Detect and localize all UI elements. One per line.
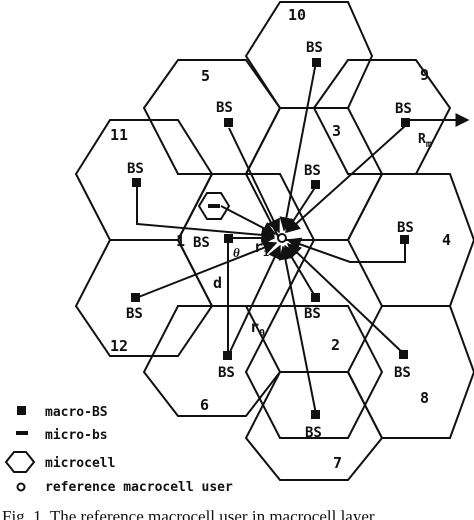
- cell-12-hexagon: [74, 239, 214, 357]
- bs-label-7: BS: [305, 425, 322, 441]
- reference-user-circle-icon: [16, 482, 26, 492]
- cell-number-2: 2: [331, 336, 340, 354]
- cell-6-hexagon: [142, 305, 282, 417]
- cell-10-hexagon: [244, 1, 374, 109]
- arrow-bs6-r0: [227, 244, 281, 357]
- bs-label-1: BS: [193, 235, 210, 251]
- arrow-bs8: [286, 243, 405, 355]
- reference-user-icon: [277, 233, 287, 243]
- ri-label: ri: [254, 238, 269, 259]
- macro-bs-icon-10: [312, 58, 321, 67]
- arrow-bs5: [228, 127, 280, 234]
- micro-bs-dash-icon: [16, 431, 28, 435]
- macro-bs-icon-5: [224, 118, 233, 127]
- cell-number-9: 9: [420, 66, 429, 84]
- legend-label-microcell: microcell: [45, 456, 115, 471]
- macro-bs-icon-9: [401, 118, 410, 127]
- arrow-micro-bs: [220, 205, 277, 235]
- cell-number-11: 11: [110, 126, 128, 144]
- theta-label: θ: [233, 245, 240, 260]
- cell-4-hexagon: [346, 173, 474, 307]
- bs-label-6: BS: [218, 365, 235, 381]
- bs-label-3: BS: [304, 163, 321, 179]
- bs-label-11: BS: [127, 161, 144, 177]
- legend-label-micro-bs: micro-bs: [45, 428, 108, 443]
- bs-label-4: BS: [397, 220, 414, 236]
- macro-bs-icon-2: [311, 293, 320, 302]
- cell-number-3: 3: [332, 122, 341, 140]
- rm-label: Rm: [418, 132, 432, 150]
- macro-bs-icon-12: [131, 293, 140, 302]
- cell-number-7: 7: [333, 454, 342, 472]
- bs-label-10: BS: [306, 40, 323, 56]
- bs-label-2: BS: [304, 306, 321, 322]
- micro-bs-icon: [208, 204, 220, 208]
- bs-label-9: BS: [395, 101, 412, 117]
- arrow-bs12: [135, 241, 278, 299]
- bs-label-5: BS: [216, 100, 233, 116]
- cell-number-5: 5: [201, 67, 210, 85]
- arrow-bs10: [279, 61, 317, 232]
- arrow-bs11: [136, 184, 276, 242]
- r0-label: r0: [250, 318, 265, 339]
- figure-caption: Fig. 1. The reference macrocell user in …: [2, 507, 375, 520]
- cell-number-10: 10: [288, 6, 306, 24]
- macro-bs-icon-8: [399, 350, 408, 359]
- bs-label-12: BS: [126, 306, 143, 322]
- microcell-hexagon: [197, 192, 231, 220]
- cell-8-hexagon: [346, 305, 474, 439]
- macro-bs-icon-1: [224, 234, 233, 243]
- bs-label-8: BS: [394, 365, 411, 381]
- macro-bs-icon-4: [400, 235, 409, 244]
- cell-number-8: 8: [420, 389, 429, 407]
- microcell-hexagon-icon: [4, 451, 36, 473]
- macro-bs-icon-7: [311, 410, 320, 419]
- d-label: d: [213, 274, 222, 292]
- arrow-bs4: [286, 237, 406, 263]
- arrow-bs3: [285, 185, 317, 234]
- cell-9-hexagon: [312, 59, 452, 175]
- arrow-bs2: [284, 244, 317, 299]
- cell-5-hexagon: [142, 59, 282, 175]
- cell-2-hexagon: [244, 305, 384, 439]
- cell-number-4: 4: [442, 231, 451, 249]
- legend-label-reference-user: reference macrocell user: [45, 480, 233, 495]
- legend-label-macro-bs: macro-BS: [45, 405, 108, 420]
- cell-11-hexagon: [74, 119, 214, 241]
- cell-number-1: 1: [176, 232, 185, 250]
- macro-bs-square-icon: [17, 406, 26, 415]
- macro-bs-icon-11: [132, 178, 141, 187]
- cell-number-6: 6: [200, 396, 209, 414]
- arrow-bs9: [285, 125, 406, 233]
- arrow-bs7: [278, 245, 317, 415]
- macro-bs-icon-6: [223, 351, 232, 360]
- cell-number-12: 12: [110, 337, 128, 355]
- macro-bs-icon-3: [311, 180, 320, 189]
